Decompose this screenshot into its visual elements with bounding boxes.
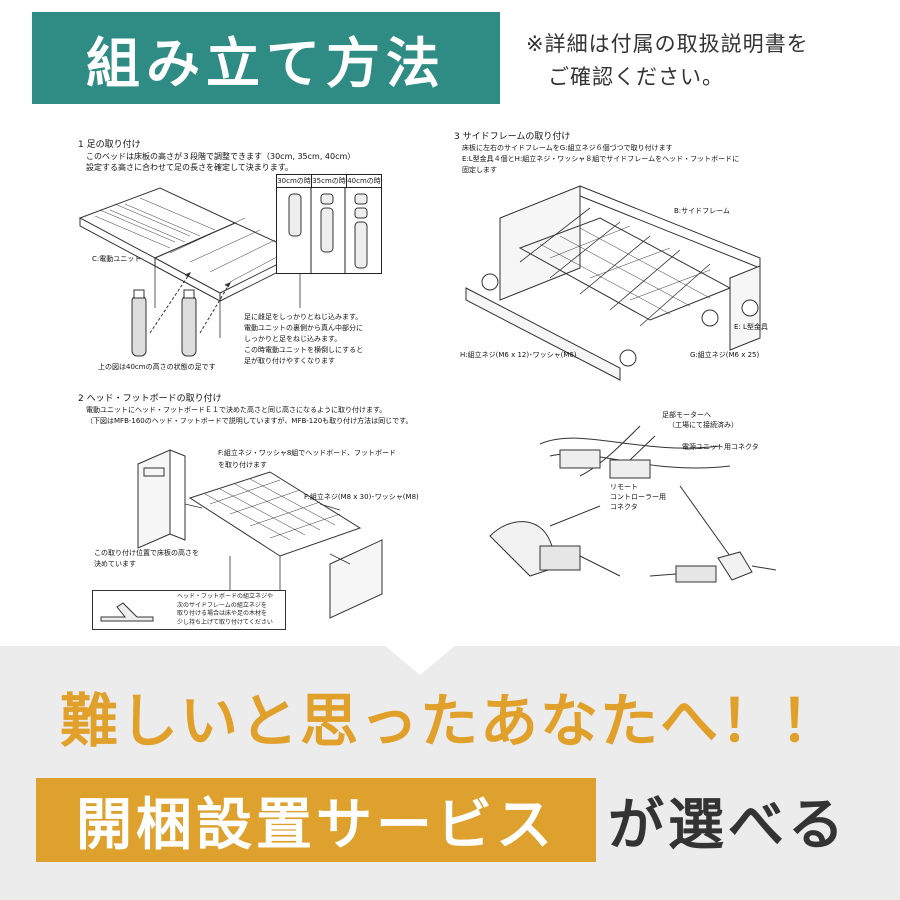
step2-instr1: F:組立ネジ・ワッシャ8組でヘッドボード、フットボード: [218, 449, 397, 457]
step3-heading: 3 サイドフレームの取り付け: [454, 132, 571, 142]
step4-connector-illustration: [489, 425, 777, 583]
step2-instr2: を取り付けます: [218, 461, 267, 469]
assembly-manual: 1 足の取り付け このベッドは床板の高さが３段階で調整できます（30cm, 35…: [0, 118, 900, 638]
step3-text: 3 サイドフレームの取り付け 床板に左右のサイドフレームをG:組立ネジ６個づつで…: [454, 132, 794, 176]
step4-motor2: （工場にて接続済み）: [668, 421, 738, 429]
step1-text: 1 足の取り付け このベッドは床板の高さが３段階で調整できます（30cm, 35…: [78, 140, 408, 173]
step1-caption: 上の図は40cmの高さの状態の足です: [98, 363, 216, 371]
step3-bracket-label: E: L型金具: [734, 323, 768, 331]
step3-line2: E:L型金具４個とH:組立ネジ・ワッシャ８組でサイドフレームをヘッド・フットボー…: [462, 155, 740, 163]
step1-unit-label: C:電動ユニット: [92, 255, 142, 263]
step1-desc4: この時電動ユニットを横倒しにすると: [244, 346, 364, 354]
legend-40cm: 40cmの時: [347, 177, 381, 185]
step1-leg-length-legend: 30cmの時 35cmの時 40cmの時: [276, 174, 382, 274]
legend-35cm: 35cmの時: [312, 175, 347, 187]
step2-headboard-illustration: [137, 449, 383, 619]
step2-box3: 取り付ける場合は床や足の木材を: [177, 610, 268, 617]
step1-heading: 1 足の取り付け: [78, 140, 141, 150]
step2-pos2: 決めています: [94, 560, 136, 568]
step1-leg-illustration: [131, 289, 197, 357]
step3-side-frame-label: B:サイドフレーム: [674, 207, 730, 215]
step3-line3: 固定します: [462, 166, 497, 174]
step1-description: 足に雌足をしっかりとねじ込みます。 電動ユニットの裏側から真ん中部分に しっかり…: [244, 312, 414, 367]
step1-desc1: 足に雌足をしっかりとねじ込みます。: [244, 313, 363, 321]
step1-line1: このベッドは床板の高さが３段階で調整できます（30cm, 35cm, 40cm）: [86, 152, 356, 161]
step1-desc5: 足が取り付けやすくなります: [244, 357, 335, 365]
step1-desc3: しっかりと足をねじ込みます。: [244, 335, 342, 343]
legend-30cm: 30cmの時: [277, 175, 312, 187]
step1-desc2: 電動ユニットの裏側から真ん中部分に: [244, 324, 363, 332]
step4-remote1: リモート: [610, 483, 638, 491]
promo-tail-text: が選べる: [608, 792, 848, 858]
promo-banner: 難しいと思ったあなたへ！！ 開梱設置サービス が選べる: [0, 645, 900, 900]
step4-motor1: 足部モーターへ: [662, 411, 711, 419]
step2-heading: 2 ヘッド・フットボードの取り付け: [78, 394, 222, 404]
page-title: 組み立て方法: [32, 12, 500, 104]
step4-remote3: コネクタ: [610, 503, 638, 511]
step2-line1: 電動ユニットにヘッド・フットボードＥ１で決めた高さと同じ高さになるように取り付け…: [86, 406, 387, 414]
step1-line2: 設定する高さに合わせて足の長さを確定して決まります。: [86, 163, 293, 172]
step3-side-frame-illustration: [465, 185, 761, 381]
unpacking-installation-service-label: 開梱設置サービス: [36, 778, 596, 862]
step4-remote2: コントローラー用: [610, 493, 666, 501]
step2-pos1: この取り付け位置で床板の高さを: [94, 549, 199, 557]
step4-power-connector: 電源ユニット用コネクタ: [682, 443, 759, 451]
step2-box1: ヘッド・フットボードの組立ネジや: [177, 593, 274, 600]
step3-h-screw-label: H:組立ネジ(M6 x 12)･ワッシャ(M6): [460, 351, 577, 359]
step2-box4: 少し持ち上げて取り付けてください: [177, 618, 273, 626]
step2-line2: （下図はMFB-160のヘッド・フットボードで説明していますが、MFB-120も…: [86, 417, 413, 425]
manual-reference-note: ※詳細は付属の取扱説明書を ご確認ください。: [526, 28, 866, 94]
note-line-1: ※詳細は付属の取扱説明書を: [526, 32, 809, 56]
step2-screw-label: F:組立ネジ(M8 x 30)･ワッシャ(M8): [304, 493, 419, 501]
step2-box2: 次のサイドフレームの組立ネジを: [177, 601, 267, 609]
banner-notch: [384, 645, 456, 675]
legend-leg-icons: [288, 188, 368, 274]
step2-text: 2 ヘッド・フットボードの取り付け 電動ユニットにヘッド・フットボードＥ１で決め…: [78, 394, 438, 427]
step3-line1: 床板に左右のサイドフレームをG:組立ネジ６個づつで取り付けます: [462, 144, 673, 152]
legend-header: 30cmの時 35cmの時 40cmの時: [277, 175, 381, 188]
reclined-bed-icon: [100, 602, 154, 622]
step2-note-box: ヘッド・フットボードの組立ネジや 次のサイドフレームの組立ネジを 取り付ける場合…: [92, 590, 286, 630]
step3-g-screw-label: G:組立ネジ(M6 x 25): [690, 351, 760, 359]
note-line-2: ご確認ください。: [548, 65, 724, 89]
promo-headline: 難しいと思ったあなたへ！！: [59, 687, 840, 755]
